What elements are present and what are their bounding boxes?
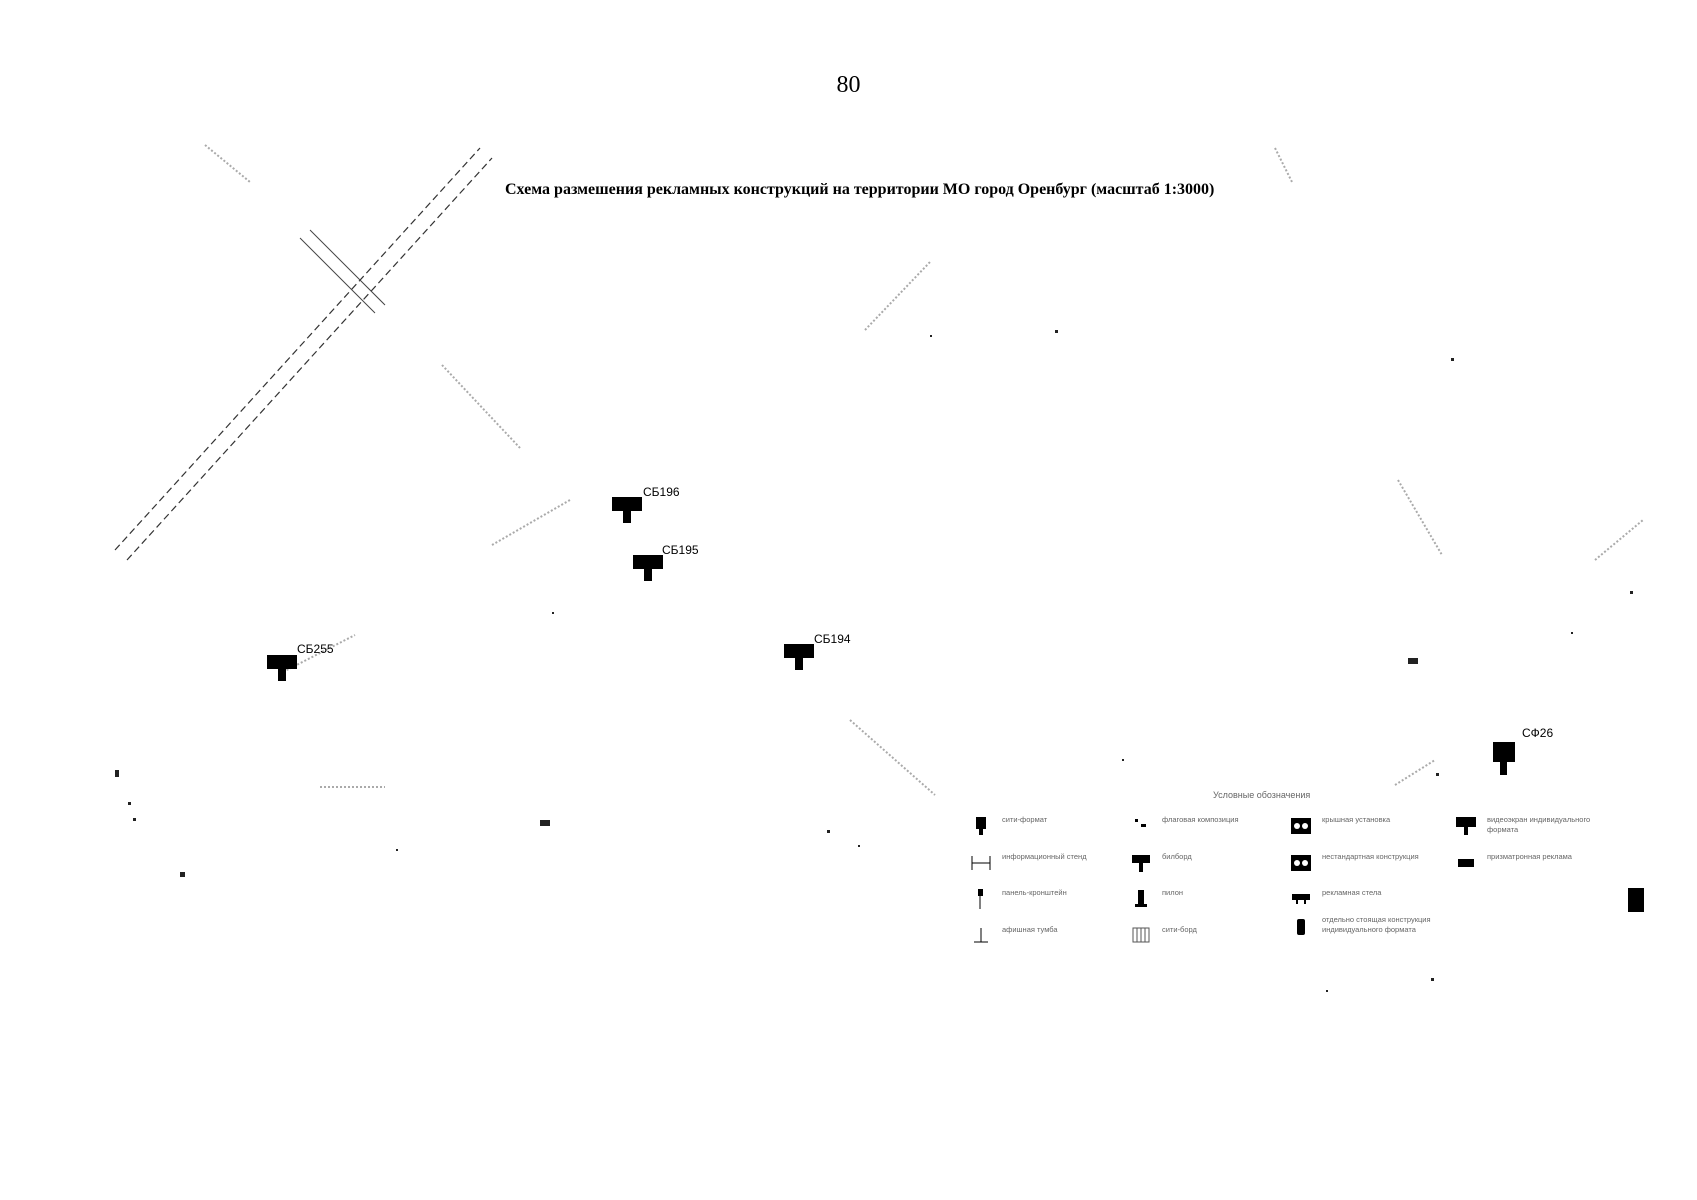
legend-item-flag-composition: флаговая композиция [1130,815,1292,837]
legend-label: информационный стенд [1002,852,1087,861]
legend-label: рекламная стела [1322,888,1382,897]
legend-label: билборд [1162,852,1192,861]
legend-label: афишная тумба [1002,925,1058,934]
marker-label-sb195: СБ195 [662,543,699,557]
legend-item-info-stand: информационный стенд [970,852,1132,874]
legend-item-nonstandard-construction: нестандартная конструкция [1290,852,1452,874]
city-format-icon [976,817,986,835]
pylon-icon [1135,890,1147,907]
marker-sb196[interactable]: СБ196 [612,485,680,523]
city-board-icon [1132,927,1150,943]
legend-label: сити-формат [1002,815,1048,824]
map-legend: Условные обозначения сити-формат флагова… [955,790,1615,965]
legend-label: нестандартная конструкция [1322,852,1419,861]
map-specks [115,330,1633,992]
marker-sf26[interactable]: СФ26 [1493,726,1553,775]
legend-label: призматронная реклама [1487,852,1572,861]
crossing-road [299,229,386,314]
legend-label: крышная установка [1322,815,1391,824]
legend-label: панель-кронштейн [1002,888,1067,897]
poster-bollard-icon [974,928,988,943]
legend-item-video-screen: видеоэкран индивидуального формата [1455,815,1617,837]
legend-item-billboard: билборд [1130,852,1292,874]
video-screen-icon [1456,817,1476,835]
stele-icon [1292,894,1310,904]
legend-label: отдельно стоящая конструкция индивидуаль… [1322,915,1431,934]
legend-item-city-board: сити-борд [1130,925,1292,947]
marker-label-sb255: СБ255 [297,642,334,656]
legend-label: флаговая композиция [1162,815,1239,824]
bracket-panel-icon [978,889,983,909]
marker-label-sb196: СБ196 [643,485,680,499]
nonstandard-construction-icon [1291,855,1311,871]
legend-item-roof-installation: крышная установка [1290,815,1452,837]
legend-item-poster-bollard: афишная тумба [970,925,1132,947]
flag-composition-icon [1135,819,1146,827]
marker-sb255[interactable]: СБ255 [267,642,334,681]
legend-label: видеоэкран индивидуального формата [1487,815,1591,834]
marker-label-sb194: СБ194 [814,632,851,646]
map-title: Схема размешения рекламных конструкций н… [505,181,1215,198]
legend-item-prismatron: призматронная реклама [1455,852,1617,874]
legend-label: сити-борд [1162,925,1197,934]
marker-partial-edge [1628,888,1644,912]
legend-item-bracket-panel: панель-кронштейн [970,888,1132,910]
railway-line [114,147,493,561]
street-labels [204,144,1644,796]
legend-title: Условные обозначения [1213,790,1311,800]
legend-item-pylon: пилон [1130,888,1292,910]
legend-label: пилон [1162,888,1184,897]
page-number: 80 [836,72,861,98]
legend-item-city-format: сити-формат [970,815,1132,837]
marker-sb195[interactable]: СБ195 [633,543,699,581]
prismatron-icon [1458,859,1474,867]
legend-item-stele: рекламная стела [1290,888,1452,910]
billboard-icon [1132,855,1150,872]
roof-installation-icon [1291,818,1311,834]
marker-label-sf26: СФ26 [1522,726,1553,740]
marker-sb194[interactable]: СБ194 [784,632,851,670]
freestanding-construction-icon [1297,919,1305,935]
info-stand-icon [971,856,991,870]
legend-item-freestanding-construction: отдельно стоящая конструкция индивидуаль… [1290,915,1452,937]
